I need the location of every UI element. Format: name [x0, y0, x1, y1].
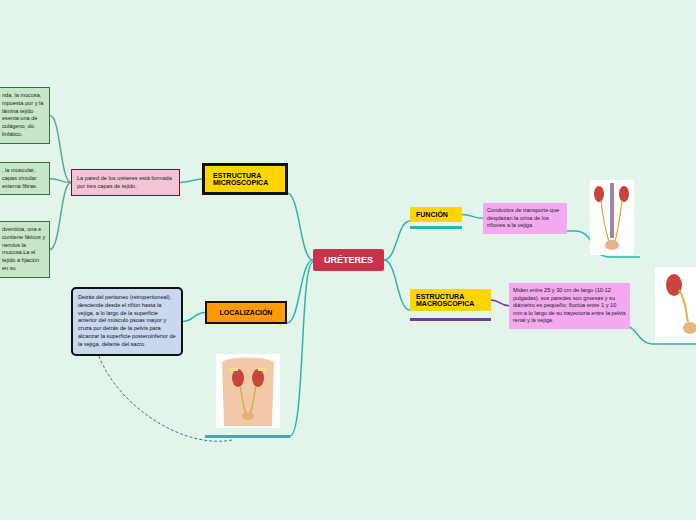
torso-image: [216, 354, 280, 428]
node-text: ESTRUCTURA MACROSCOPICA: [416, 293, 485, 307]
connector: [384, 221, 410, 260]
connector: [287, 193, 313, 260]
note-box: Detrás del peritoneo (retroperitoneal), …: [71, 287, 183, 356]
node-text: nda, la mucosa, mpuesta por y la lámina …: [2, 92, 46, 139]
node-text: URÉTERES: [315, 255, 382, 265]
note-box: La pared de los uréteres está formada po…: [71, 169, 180, 196]
branch-line: [290, 262, 313, 436]
node-text: Detrás del peritoneo (retroperitoneal), …: [78, 294, 176, 349]
kidney-ureter-image: [655, 267, 696, 343]
branch-box: ESTRUCTURA MACROSCOPICA: [410, 289, 491, 311]
node-text: ESTRUCTURA MICROSCOPICA: [213, 172, 277, 186]
branch-underline: [410, 318, 491, 321]
note-box: Miden entre 25 y 30 cm de largo (10-12 p…: [509, 283, 630, 329]
branch-box: LOCALIZACIÓN: [205, 301, 287, 324]
detail-box: dventicia, una e contiene fáticos y nerv…: [0, 221, 50, 278]
node-text: , la muscular, capas circular externa fi…: [2, 167, 46, 190]
connector: [491, 300, 509, 306]
connector: [183, 313, 205, 322]
node-text: La pared de los uréteres está formada po…: [77, 175, 174, 190]
node-text: Conductos de transporte que desplazan la…: [487, 207, 563, 230]
connector: [50, 179, 71, 183]
connector: [180, 179, 203, 183]
node-text: dventicia, una e contiene fáticos y nerv…: [2, 226, 46, 273]
connector: [384, 260, 410, 310]
branch-box: ESTRUCTURA MICROSCOPICA: [203, 164, 287, 194]
connector: [50, 183, 71, 250]
detail-box: , la muscular, capas circular externa fi…: [0, 162, 50, 195]
branch-underline: [410, 226, 462, 229]
node-text: LOCALIZACIÓN: [211, 309, 281, 316]
node-text: Miden entre 25 y 30 cm de largo (10-12 p…: [513, 287, 626, 325]
connector: [462, 215, 483, 219]
urinary-system-image: [590, 180, 634, 255]
central-topic: URÉTERES: [313, 249, 384, 271]
connector: [50, 115, 71, 182]
connector: [287, 260, 313, 323]
node-text: FUNCIÓN: [416, 211, 456, 218]
note-box: Conductos de transporte que desplazan la…: [483, 203, 567, 234]
branch-box: FUNCIÓN: [410, 207, 462, 222]
detail-box: nda, la mucosa, mpuesta por y la lámina …: [0, 87, 50, 144]
branch-underline: [205, 435, 290, 438]
dashed-link: [96, 347, 232, 441]
